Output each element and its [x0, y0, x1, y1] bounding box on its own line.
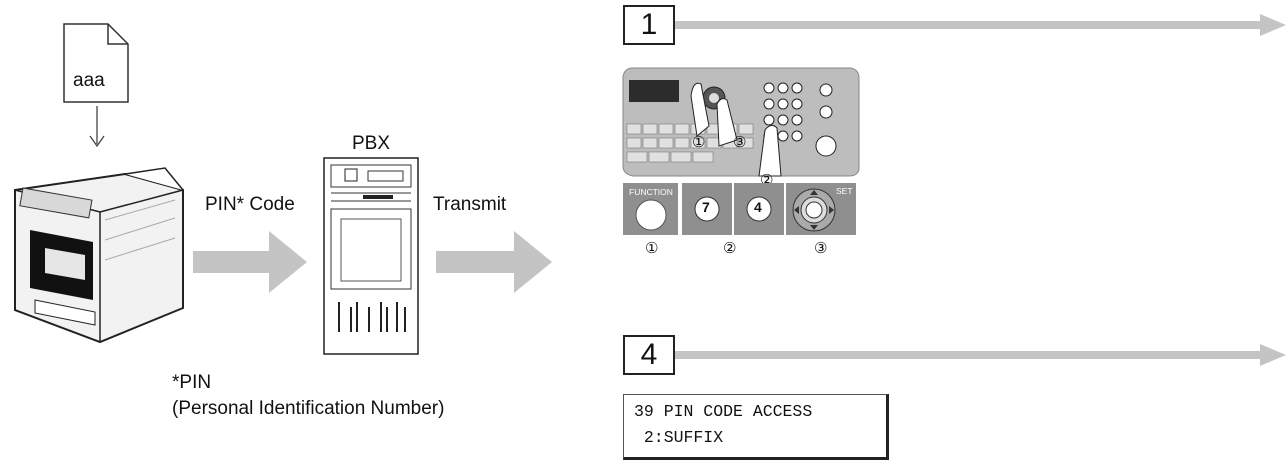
step-4-arrow-icon: [675, 344, 1286, 366]
key-4: 4: [734, 183, 784, 235]
key-4-circle-icon: [746, 196, 772, 222]
lcd-line-1: 39 PIN CODE ACCESS: [634, 402, 813, 421]
down-arrow-icon: [89, 106, 105, 148]
navigation-dial-icon: [792, 188, 836, 232]
function-key: FUNCTION: [623, 183, 678, 235]
document-text: aaa: [73, 70, 105, 91]
key-4-label: 4: [754, 199, 762, 215]
step-4-number: 4: [623, 335, 675, 375]
key-7-label: 7: [702, 199, 710, 215]
step-1-arrow-icon: [675, 14, 1286, 36]
key-7: 7: [682, 183, 732, 235]
fax-machine-icon: [14, 167, 184, 344]
pbx-label: PBX: [352, 133, 391, 154]
set-key-label: SET: [836, 186, 853, 196]
key-marker-3: ③: [814, 239, 828, 257]
step-1-number: 1: [623, 5, 675, 45]
transmit-arrow-icon: [436, 231, 552, 293]
pin-code-label: PIN* Code: [205, 194, 295, 215]
key-marker-1: ①: [645, 239, 659, 257]
footnote-pin-definition: (Personal Identification Number): [172, 398, 445, 419]
pbx-icon: [323, 157, 419, 355]
set-key: SET: [786, 183, 856, 235]
panel-marker-3: ③: [733, 133, 747, 151]
transmit-label: Transmit: [433, 194, 507, 215]
lcd-line-2: 2:SUFFIX: [634, 428, 724, 447]
function-key-label: FUNCTION: [629, 187, 673, 197]
function-button-icon: [635, 199, 667, 231]
key-marker-2: ②: [723, 239, 737, 257]
pin-arrow-icon: [193, 231, 307, 293]
lcd-display: 39 PIN CODE ACCESS 2:SUFFIX: [623, 394, 889, 460]
panel-marker-1: ①: [692, 133, 706, 151]
key-7-circle-icon: [694, 196, 720, 222]
footnote-pin: *PIN: [172, 372, 212, 393]
